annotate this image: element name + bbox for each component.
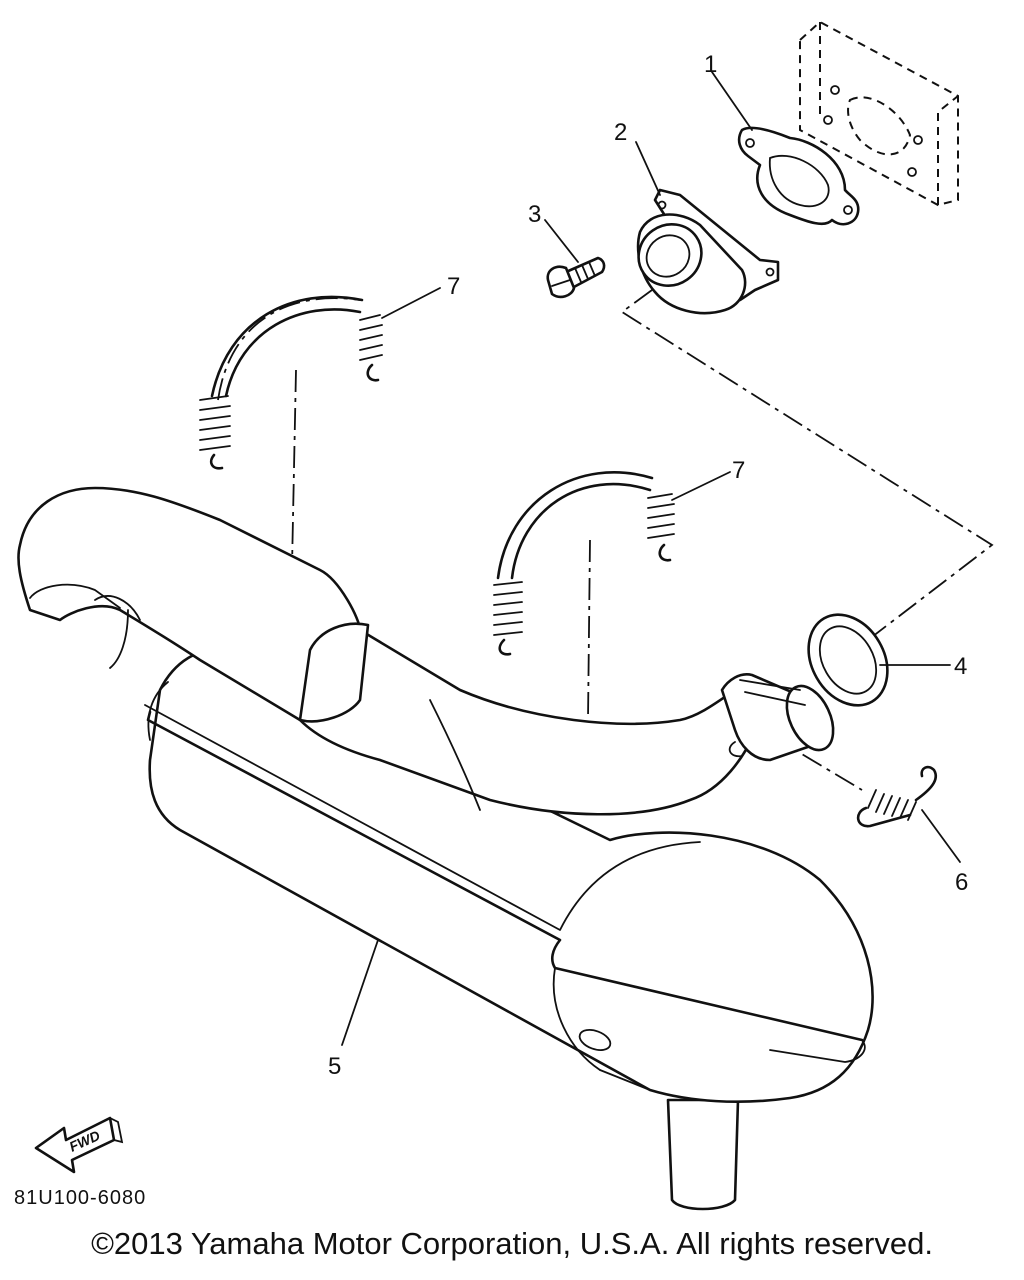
muffler-part-5[interactable]	[17, 486, 874, 1211]
callout-labels: 1 2 3 4 5 6 7 7	[328, 51, 968, 1080]
callout-2: 2	[614, 119, 627, 146]
fwd-arrow-icon: FWD	[34, 1116, 124, 1174]
spring-part-7-upper[interactable]	[199, 295, 383, 470]
gasket-ring-part-4[interactable]	[793, 600, 903, 719]
gasket-part-1[interactable]	[737, 126, 860, 226]
spring-part-7-lower[interactable]	[493, 471, 675, 656]
leader-lines	[341, 71, 961, 1046]
callout-5: 5	[328, 1053, 341, 1080]
callout-1: 1	[704, 51, 717, 78]
callout-7-lower: 7	[732, 457, 745, 484]
callout-7-upper: 7	[447, 273, 460, 300]
drawing-code: 81U100-6080	[14, 1187, 146, 1209]
callout-4: 4	[954, 653, 967, 680]
exhaust-joint-part-2[interactable]	[627, 188, 780, 315]
callout-3: 3	[528, 201, 541, 228]
copyright-notice: ©2013 Yamaha Motor Corporation, U.S.A. A…	[91, 1226, 933, 1261]
engine-block-outline	[799, 20, 959, 207]
bolt-part-3[interactable]	[546, 256, 606, 299]
spring-part-6[interactable]	[856, 765, 937, 828]
callout-6: 6	[955, 869, 968, 896]
